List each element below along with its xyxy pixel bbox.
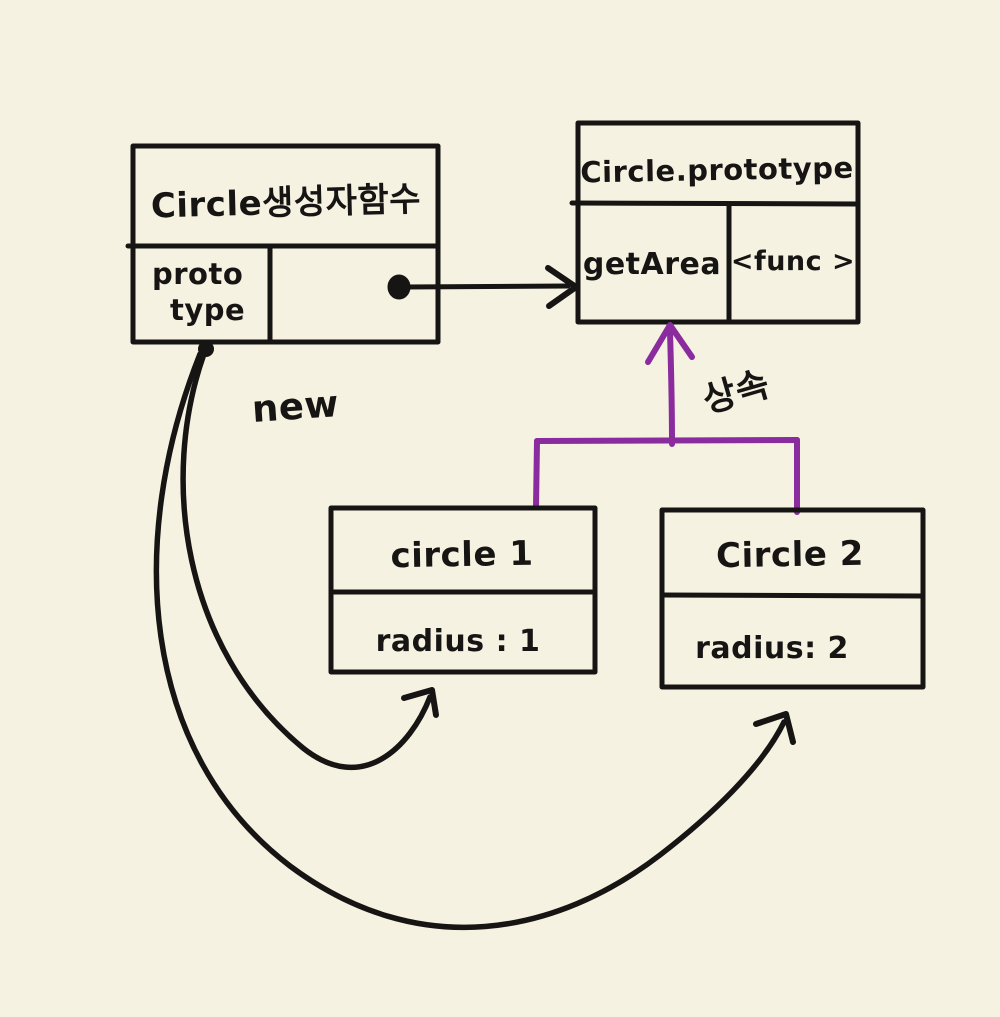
instance1-box: [328, 505, 598, 675]
new-arrow-to-instance1-shaft: [180, 351, 433, 771]
prototype-box-divider: [569, 200, 861, 207]
pointer-arrow-shaft: [403, 283, 571, 290]
constructor-box-title: Circle생성자함수: [150, 179, 421, 226]
new-arrow-to-instance1-head-icon: [401, 687, 439, 718]
inheritance-label: 상속: [698, 364, 774, 422]
prototype-box-outline: [575, 120, 861, 325]
instance1-property: radius : 1: [376, 624, 541, 659]
prototype-slot-label-line2: type: [170, 293, 245, 327]
prototype-method-name: getArea: [583, 247, 721, 282]
prototype-box-title: Circle.prototype: [580, 151, 854, 190]
inheritance-arrowhead-icon: [645, 322, 695, 365]
prototype-box: [569, 120, 861, 325]
instance2-property: radius: 2: [695, 631, 849, 666]
inheritance-connector: [533, 322, 800, 515]
instance2-title: Circle 2: [716, 534, 864, 577]
new-instance-arrows: [153, 341, 796, 931]
pointer-arrowhead-icon: [545, 265, 579, 309]
constructor-box: [125, 143, 441, 345]
bracket-horizontal: [534, 437, 800, 444]
prototype-slot-label-line1: proto: [152, 257, 243, 291]
new-arrow-to-instance2-shaft: [153, 351, 787, 931]
instance2-box-divider: [659, 592, 926, 599]
instance1-title: circle 1: [390, 534, 534, 576]
instance2-box: [659, 507, 926, 690]
new-arrow-to-instance2-head-icon: [753, 711, 796, 745]
inheritance-arrow-shaft: [667, 329, 675, 447]
bracket-left-drop: [533, 438, 540, 510]
prototype-pointer-arrow: [387, 265, 579, 309]
new-keyword-label: new: [250, 382, 340, 431]
prototype-method-value: <func >: [731, 246, 855, 277]
